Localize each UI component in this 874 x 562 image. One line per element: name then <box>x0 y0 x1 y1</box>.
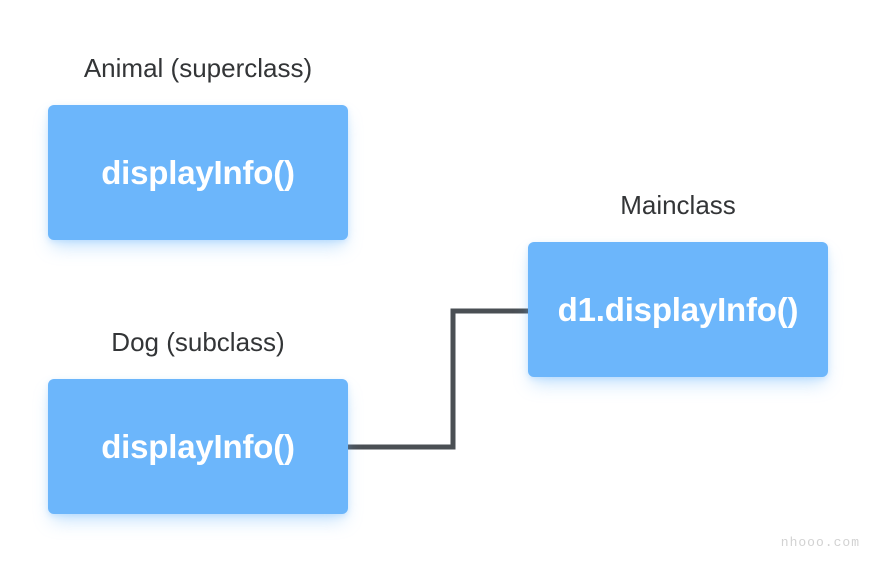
class-label-animal: Animal (superclass) <box>83 53 313 83</box>
class-box-dog[interactable]: displayInfo() <box>48 379 348 514</box>
class-box-animal[interactable]: displayInfo() <box>48 105 348 240</box>
watermark: nhooo.com <box>780 535 860 550</box>
class-method-animal: displayInfo() <box>101 153 295 191</box>
class-label-mainclass: Mainclass <box>620 190 736 220</box>
connector-path <box>332 308 528 450</box>
class-method-dog: displayInfo() <box>101 427 295 465</box>
class-label-dog: Dog (subclass) <box>111 327 285 357</box>
class-method-mainclass: d1.displayInfo() <box>557 290 799 328</box>
class-box-mainclass[interactable]: d1.displayInfo() <box>528 242 828 377</box>
